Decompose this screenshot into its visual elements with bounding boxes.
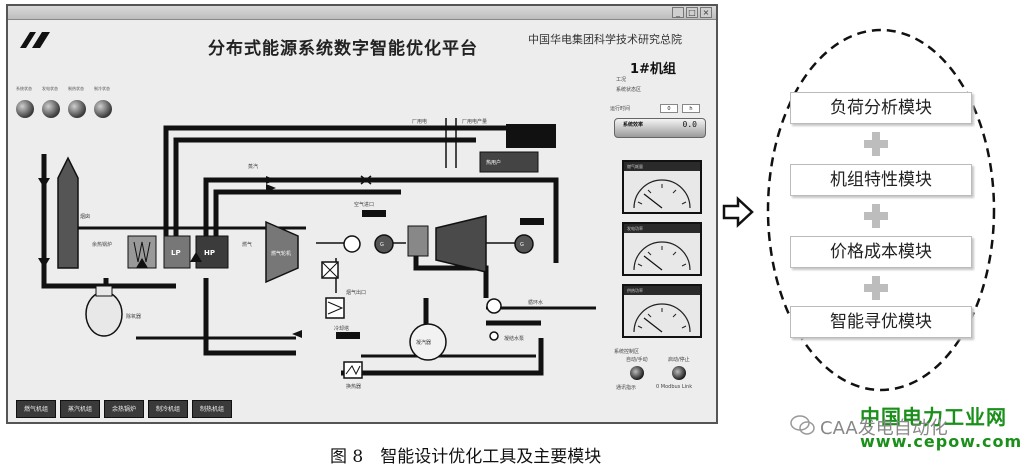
efficiency-value: 0.0	[682, 120, 697, 129]
minimize-button[interactable]: _	[672, 7, 684, 18]
grid-block	[506, 124, 556, 148]
module-group-ellipse	[766, 28, 996, 392]
load-analysis-module: 负荷分析模块	[790, 92, 972, 124]
auto-manual-knob[interactable]	[630, 366, 644, 380]
wechat-icon	[790, 415, 815, 435]
heat-user-label: 热用户	[486, 159, 501, 166]
status-lamp-label: 制冷状态	[94, 86, 110, 91]
steam-unit-button[interactable]: 蒸汽机组	[60, 400, 100, 418]
heat-exchanger-2	[343, 361, 363, 379]
status-lamp-label: 发电状态	[42, 86, 58, 91]
app-window: _ □ × 分布式能源系统数字智能优化平台 中国华电集团科学技术研究总院 系统状…	[6, 4, 718, 424]
company-logo	[16, 28, 54, 52]
heating-unit-button[interactable]: 制热机组	[192, 400, 232, 418]
start-stop-knob[interactable]	[672, 366, 686, 380]
pump	[489, 331, 499, 341]
chimney-shape	[57, 156, 79, 269]
heating-status-lamp	[68, 100, 86, 118]
control-area-label: 系统控制区	[614, 349, 640, 355]
runtime-unit: h	[682, 104, 700, 113]
runtime-row: 运行时间 0 h	[608, 104, 704, 114]
gas-consumption-gauge: 燃气耗量	[622, 160, 702, 214]
unit-status-panel: 1#机组 工况 系统状态区 运行时间 0 h 系统效率 0.0 燃气耗量 发电功…	[606, 50, 710, 391]
gauge-title: 供热功率	[624, 286, 700, 295]
system-status-area-label: 系统状态区	[616, 87, 642, 93]
runtime-label: 运行时间	[610, 106, 631, 112]
modbus-link-status: 0 Modbus Link	[656, 384, 693, 390]
intelligent-optimization-module: 智能寻优模块	[790, 306, 972, 338]
watermark-url: www.cepow.com	[860, 432, 1023, 451]
gauge-title: 燃气耗量	[624, 162, 700, 171]
plus-icon	[864, 132, 888, 156]
status-lamp-label: 系统状态	[16, 86, 32, 91]
steam-turbine-shape	[435, 215, 487, 273]
price-cost-module: 价格成本模块	[790, 236, 972, 268]
hrsg-lp-label: LP	[171, 249, 181, 257]
title-bar: _ □ ×	[8, 6, 716, 20]
plus-icon	[864, 204, 888, 228]
heat-exchanger-label: 换热器	[346, 383, 361, 390]
system-efficiency-display: 系统效率 0.0	[614, 118, 706, 138]
cooling-unit-button[interactable]: 制冷机组	[148, 400, 188, 418]
steam-label: 蒸汽	[248, 163, 258, 170]
gas-turbine-shape	[265, 220, 299, 284]
condenser	[409, 323, 447, 361]
hrsg-lp-section	[163, 235, 191, 269]
hrsg-hp-label: HP	[204, 249, 215, 257]
system-status-lamp	[16, 100, 34, 118]
cold-water-label: 循环水	[528, 299, 543, 306]
unit-tab-bar: 燃气机组 蒸汽机组 余热锅炉 制冷机组 制热机组	[16, 400, 246, 420]
status-lamp-group: 系统状态 发电状态 制热状态 制冷状态	[16, 86, 126, 120]
watermark-site-name: 中国电力工业网	[860, 405, 1007, 429]
gas-unit-button[interactable]: 燃气机组	[16, 400, 56, 418]
pump-label: 凝结水泵	[504, 335, 524, 342]
unit-title: 1#机组	[630, 62, 676, 77]
knob-label: 启动/停止	[668, 357, 690, 363]
boiler-label: 余热锅炉	[92, 241, 112, 248]
knob-label: 自动/手动	[626, 357, 648, 363]
status-lamp-label: 制热状态	[68, 86, 84, 91]
chimney-label: 烟囱	[80, 213, 90, 220]
watermark-account: CAA发电自动化	[820, 418, 948, 439]
power-output-gauge: 发电功率	[622, 222, 702, 276]
platform-title: 分布式能源系统数字智能优化平台	[208, 39, 478, 59]
user-block	[479, 151, 539, 173]
generator-2	[514, 234, 534, 254]
svg-text:G: G	[380, 242, 384, 248]
boiler-button[interactable]: 余热锅炉	[104, 400, 144, 418]
unit-mode-label: 工况	[616, 77, 627, 83]
organization-name: 中国华电集团科学技术研究总院	[528, 33, 682, 46]
efficiency-label: 系统效率	[623, 122, 644, 128]
gas-turbine-label: 燃气轮机	[271, 250, 291, 257]
cooling-label: 冷却塔	[334, 325, 349, 332]
figure-caption: 图 8 智能设计优化工具及主要模块	[330, 447, 602, 467]
process-flow-diagram: 烟囱 LP HP 除氧器 燃气轮机 G 冷却塔 G 凝汽器 凝结水泵	[38, 118, 596, 390]
air-label: 空气进口	[354, 201, 374, 208]
unit-characteristics-module: 机组特性模块	[790, 164, 972, 196]
condenser-label: 凝汽器	[416, 339, 431, 346]
grid-out-label: 厂用电产量	[462, 118, 487, 125]
comm-indicator-label: 通讯指示	[616, 385, 637, 391]
plus-icon	[864, 276, 888, 300]
gauge-dial	[633, 179, 691, 209]
gas-label: 燃气	[242, 241, 252, 248]
ext-grid-label: 厂用电	[412, 118, 427, 125]
cooling-status-lamp	[94, 100, 112, 118]
deaerator-tank	[85, 291, 123, 337]
generator-1	[374, 234, 394, 254]
gauge-dial	[633, 241, 691, 271]
heat-output-gauge: 供热功率	[622, 284, 702, 338]
gauge-title: 发电功率	[624, 224, 700, 233]
close-button[interactable]: ×	[700, 7, 712, 18]
right-arrow-icon	[722, 196, 754, 228]
gauge-dial	[633, 303, 691, 333]
flue-gas-label: 烟气出口	[346, 289, 366, 296]
svg-text:G: G	[520, 242, 524, 248]
runtime-value: 0	[660, 104, 678, 113]
hrsg-hp-section	[195, 235, 229, 269]
deaerator-label: 除氧器	[126, 313, 141, 320]
power-status-lamp	[42, 100, 60, 118]
maximize-button[interactable]: □	[686, 7, 698, 18]
